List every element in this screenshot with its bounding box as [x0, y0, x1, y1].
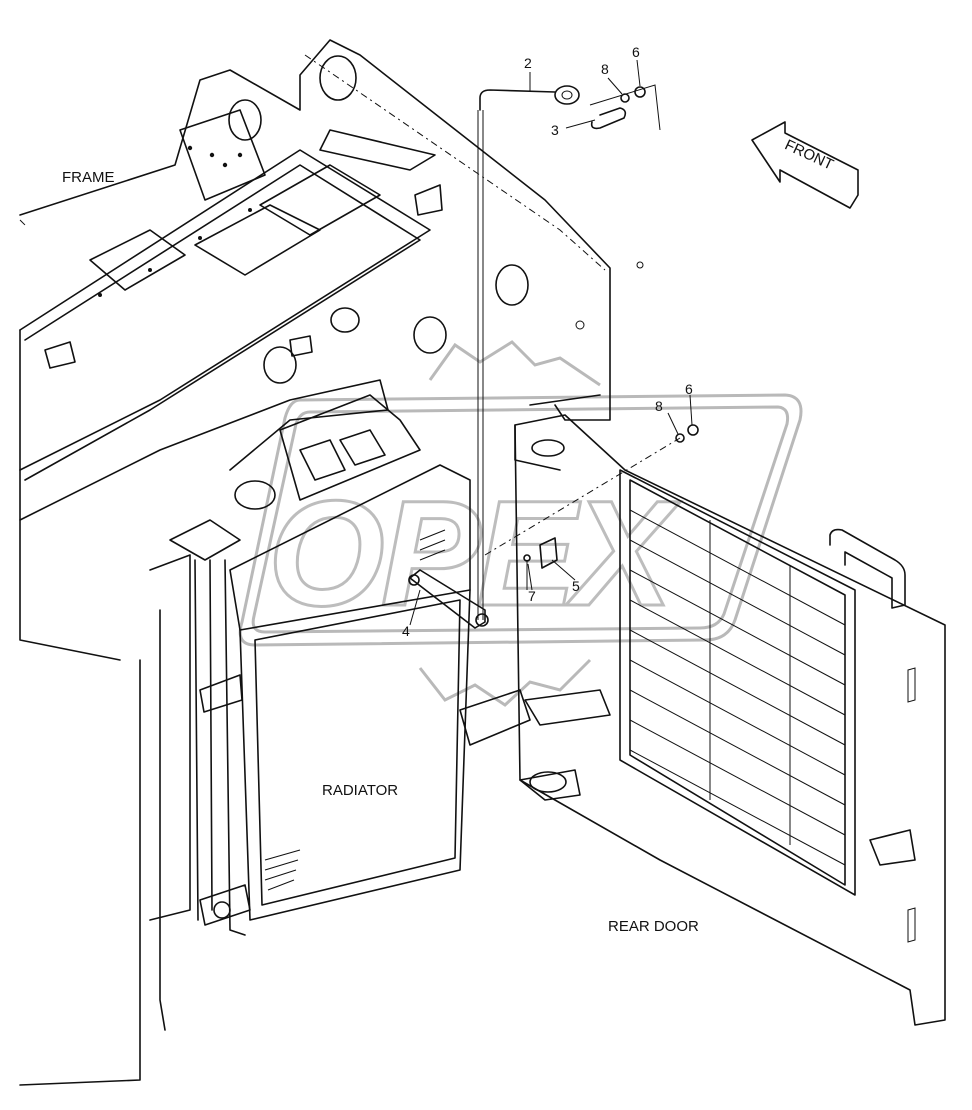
rear-door-label: REAR DOOR	[608, 918, 699, 935]
front-direction-arrow: FRONT	[751, 121, 859, 209]
callout-3: 3	[551, 122, 559, 138]
callout-8-top: 8	[601, 61, 609, 77]
leader-lines	[409, 59, 693, 626]
callout-6-top: 6	[632, 44, 640, 60]
opex-watermark: OPEX	[238, 340, 803, 707]
callout-4: 4	[402, 623, 410, 639]
frame-label: FRAME	[62, 169, 115, 186]
callout-2: 2	[524, 55, 532, 71]
callout-7: 7	[528, 588, 536, 604]
hardware-parts	[408, 84, 699, 629]
front-label: FRONT	[782, 136, 836, 173]
watermark-text: OPEX	[268, 469, 681, 637]
callout-numbers: 2 3 8 6 8 6 4 7 5	[402, 44, 693, 639]
rear-door-assembly	[459, 394, 946, 1026]
diagram-labels: FRAME RADIATOR REAR DOOR	[62, 169, 699, 935]
callout-8-door: 8	[655, 398, 663, 414]
radiator-label: RADIATOR	[322, 782, 398, 799]
callout-6-door: 6	[685, 381, 693, 397]
frame-assembly	[19, 39, 644, 1086]
callout-5: 5	[572, 578, 580, 594]
